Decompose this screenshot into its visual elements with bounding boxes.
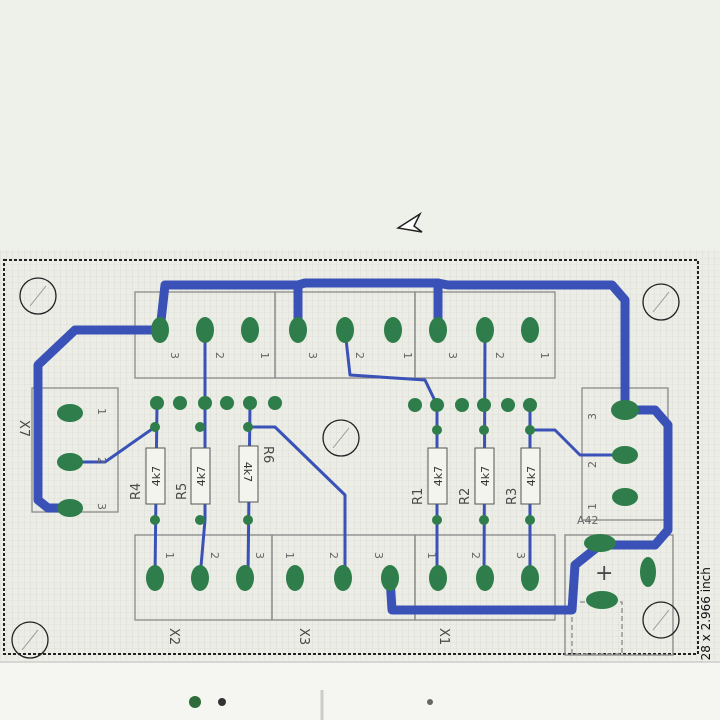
resistor-r4: 4k7 R4 <box>129 447 166 505</box>
svg-text:3: 3 <box>253 552 266 559</box>
svg-text:1: 1 <box>401 352 414 359</box>
svg-text:X3: X3 <box>296 628 311 645</box>
bottom-toolbar <box>0 661 720 720</box>
board-outline <box>3 259 699 655</box>
resistor-r2: 4k7 R2 <box>458 447 495 505</box>
svg-text:3: 3 <box>372 552 385 559</box>
resistor-r1: 4k7 R1 <box>411 447 448 505</box>
connector-labels: X7 1 2 3 X2 X3 X1 1 2 3 1 2 3 1 2 3 3 2 … <box>16 352 713 712</box>
svg-text:1: 1 <box>95 408 108 415</box>
svg-text:2: 2 <box>213 352 226 359</box>
svg-text:X7: X7 <box>16 420 31 437</box>
svg-text:R5: R5 <box>175 483 190 500</box>
svg-text:2: 2 <box>327 552 340 559</box>
svg-text:1: 1 <box>163 552 176 559</box>
svg-text:4k7: 4k7 <box>150 466 163 486</box>
svg-text:2: 2 <box>353 352 366 359</box>
resistor-r3: 4k7 R3 <box>505 447 541 505</box>
svg-text:4k7: 4k7 <box>195 466 208 486</box>
svg-text:A42: A42 <box>577 514 599 527</box>
svg-text:3: 3 <box>168 352 181 359</box>
svg-text:2: 2 <box>208 552 221 559</box>
svg-text:2: 2 <box>493 352 506 359</box>
svg-text:2: 2 <box>586 461 599 468</box>
page-dot-active[interactable] <box>189 696 201 708</box>
resistor-r5: 4k7 R5 <box>175 447 211 505</box>
svg-text:3: 3 <box>446 352 459 359</box>
svg-text:3: 3 <box>95 503 108 510</box>
svg-text:R2: R2 <box>458 488 473 505</box>
svg-text:X1: X1 <box>436 628 451 645</box>
svg-text:R1: R1 <box>411 488 426 505</box>
page-dot[interactable] <box>427 699 433 705</box>
svg-text:3: 3 <box>306 352 319 359</box>
pads <box>57 317 656 609</box>
resistor-r6: 4k7 R6 <box>238 445 275 503</box>
svg-text:+: + <box>595 561 613 586</box>
resistors: 4k7 R4 4k7 R5 4k7 R6 4k7 R1 4k7 R2 4k7 R… <box>129 445 541 505</box>
svg-text:1: 1 <box>283 552 296 559</box>
svg-text:R6: R6 <box>260 446 275 463</box>
mouse-cursor-icon <box>395 211 423 233</box>
svg-text:R4: R4 <box>129 483 144 500</box>
mounting-holes <box>11 277 680 659</box>
svg-text:2: 2 <box>95 457 108 464</box>
svg-text:R3: R3 <box>505 488 520 505</box>
svg-text:4k7: 4k7 <box>525 466 538 486</box>
svg-text:4k7: 4k7 <box>479 466 492 486</box>
svg-text:1: 1 <box>258 352 271 359</box>
svg-text:1: 1 <box>425 552 438 559</box>
svg-text:X2: X2 <box>166 628 181 645</box>
svg-text:2: 2 <box>469 552 482 559</box>
svg-text:1: 1 <box>538 352 551 359</box>
svg-text:4k7: 4k7 <box>432 466 445 486</box>
svg-text:4k7: 4k7 <box>241 462 254 482</box>
svg-text:1: 1 <box>586 503 599 510</box>
svg-text:3: 3 <box>514 552 527 559</box>
page-dot[interactable] <box>218 698 226 706</box>
svg-text:3: 3 <box>586 413 599 420</box>
component-outlines <box>31 291 674 656</box>
